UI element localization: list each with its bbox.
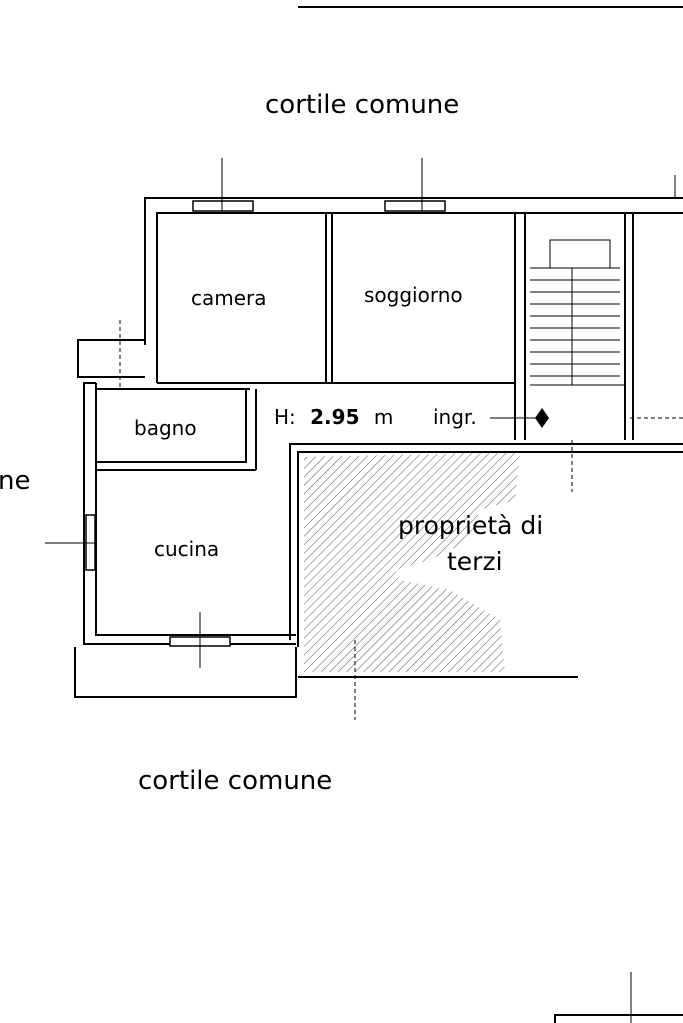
height-annotation: H: 2.95 m: [274, 405, 393, 429]
courtyard-top-label: cortile comune: [265, 90, 459, 120]
room-label-cucina: cucina: [154, 537, 219, 561]
reference-lines: [45, 158, 683, 1023]
courtyard-left-label: ne: [0, 466, 30, 496]
height-unit: m: [374, 405, 393, 429]
room-label-soggiorno: soggiorno: [364, 283, 463, 307]
entrance-marker-icon: [535, 408, 549, 428]
third-party-label-line1: proprietà di: [398, 511, 543, 540]
height-value: 2.95: [310, 405, 359, 429]
room-label-ingresso: ingr.: [433, 405, 477, 429]
courtyard-bottom-label: cortile comune: [138, 766, 332, 796]
third-party-label-line2: terzi: [447, 547, 503, 576]
outer-walls: [74, 197, 683, 698]
staircase: [530, 239, 625, 386]
height-prefix: H:: [274, 405, 296, 429]
interior-walls: [96, 213, 683, 647]
room-label-camera: camera: [191, 286, 267, 310]
room-label-bagno: bagno: [134, 416, 197, 440]
third-party-hatch: [304, 452, 520, 672]
